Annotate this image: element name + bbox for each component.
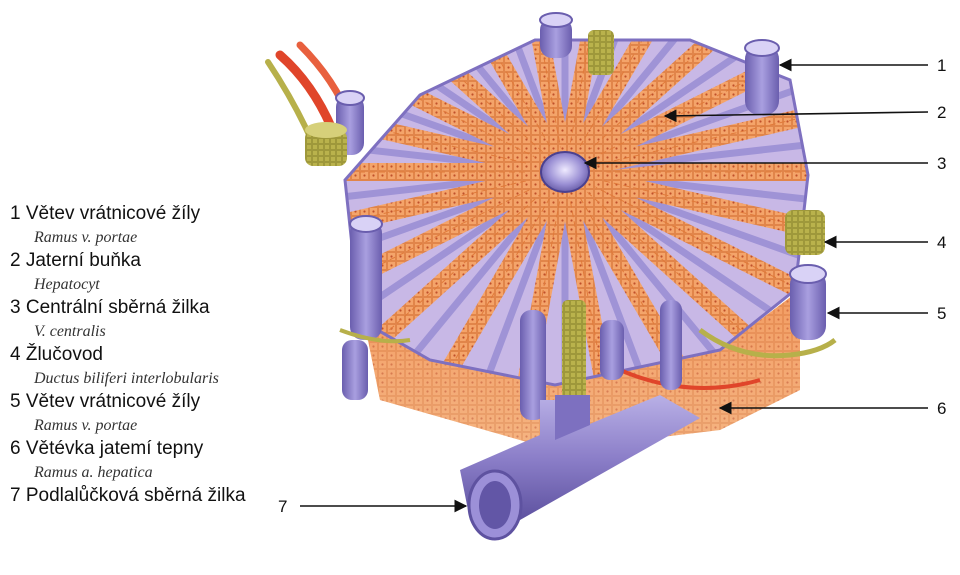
legend-item-4: 4 Žlučovod Ductus biliferi interlobulari… <box>10 343 310 390</box>
legend-czech-7: 7 Podlalůčková sběrná žilka <box>10 484 310 508</box>
central-vein <box>541 152 589 192</box>
legend-item-5: 5 Větev vrátnicové žíly Ramus v. portae <box>10 390 310 437</box>
legend-latin-4: Ductus biliferi interlobularis <box>10 367 310 390</box>
legend-latin-2: Hepatocyt <box>10 273 310 296</box>
legend-latin-3: V. centralis <box>10 320 310 343</box>
legend-czech-6: 6 Větévka jatemí tepny <box>10 437 310 461</box>
legend-latin-1: Ramus v. portae <box>10 226 310 249</box>
portal-vein-branch-top-right <box>745 40 779 115</box>
callout-number-5: 5 <box>937 304 946 323</box>
legend-item-2: 2 Jaterní buňka Hepatocyt <box>10 249 310 296</box>
legend-item-3: 3 Centrální sběrná žilka V. centralis <box>10 296 310 343</box>
callout-number-6: 6 <box>937 399 946 418</box>
legend-item-6: 6 Větévka jatemí tepny Ramus a. hepatica <box>10 437 310 484</box>
callout-number-4: 4 <box>937 233 946 252</box>
legend-czech-4: 4 Žlučovod <box>10 343 310 367</box>
bile-duct-top <box>588 30 614 75</box>
legend-czech-5: 5 Větev vrátnicové žíly <box>10 390 310 414</box>
bile-duct-right <box>785 210 825 255</box>
legend: 1 Větev vrátnicové žíly Ramus v. portae … <box>10 202 310 508</box>
legend-czech-2: 2 Jaterní buňka <box>10 249 310 273</box>
legend-latin-6: Ramus a. hepatica <box>10 461 310 484</box>
portal-vein-branch-top-center <box>540 13 572 58</box>
callout-number-3: 3 <box>937 154 946 173</box>
legend-czech-3: 3 Centrální sběrná žilka <box>10 296 310 320</box>
legend-item-7: 7 Podlalůčková sběrná žilka <box>10 484 310 508</box>
callout-number-1: 1 <box>937 56 946 75</box>
legend-czech-1: 1 Větev vrátnicové žíly <box>10 202 310 226</box>
legend-item-1: 1 Větev vrátnicové žíly Ramus v. portae <box>10 202 310 249</box>
portal-vein-branch-right <box>790 265 826 340</box>
bile-duct-left <box>305 122 347 166</box>
callout-number-2: 2 <box>937 103 946 122</box>
legend-latin-5: Ramus v. portae <box>10 414 310 437</box>
